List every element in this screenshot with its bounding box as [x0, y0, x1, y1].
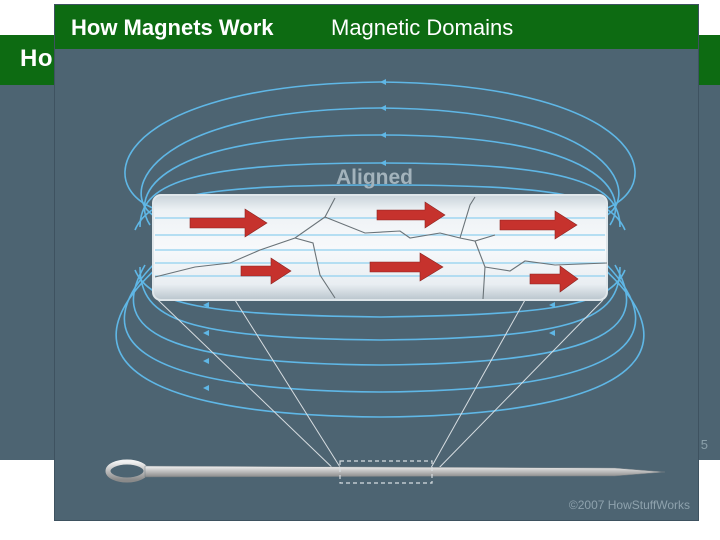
magnified-region-box: [339, 460, 433, 484]
needle: [105, 459, 666, 484]
domain-arrow: [529, 265, 579, 293]
magnification-lines: [157, 299, 604, 476]
magnified-bar: [152, 194, 608, 301]
domain-arrows: [189, 201, 579, 293]
field-line: [123, 262, 637, 393]
field-arrow-marker: [203, 330, 209, 336]
domain-boundary: [459, 196, 476, 239]
field-line: [139, 266, 621, 341]
domain-arrow: [376, 201, 446, 229]
field-arrow-marker: [203, 302, 209, 308]
field-arrow-marker: [380, 105, 386, 111]
domain-boundary: [324, 216, 496, 242]
field-arrow-marker: [380, 160, 386, 166]
domain-boundary: [294, 237, 336, 299]
domain-arrow: [240, 257, 292, 285]
magnetic-domains-diagram: Aligned: [105, 79, 666, 484]
slide-title: How Magnets Work: [71, 15, 274, 40]
domain-boundary: [484, 260, 608, 272]
domain-arrow: [189, 208, 268, 238]
field-arrow-marker: [203, 385, 209, 391]
field-line: [115, 260, 645, 418]
field-arrow-marker: [203, 358, 209, 364]
field-direction-markers: [203, 79, 555, 391]
aligned-label: Aligned: [336, 166, 413, 189]
main-slide: How Magnets Work Magnetic Domains: [55, 5, 698, 520]
copyright-text: ©2007 HowStuffWorks: [568, 498, 690, 512]
domain-arrow: [499, 210, 578, 240]
slide-subtitle: Magnetic Domains: [331, 15, 514, 40]
slide-header: How Magnets Work Magnetic Domains: [55, 5, 698, 49]
field-arrow-marker: [380, 132, 386, 138]
field-line: [132, 264, 628, 366]
field-arrow-marker: [549, 330, 555, 336]
field-arrow-marker: [380, 79, 386, 85]
needle-eye-hole: [115, 467, 139, 475]
domain-arrow: [369, 252, 444, 282]
background-slide-corner-text: 5: [700, 437, 708, 452]
field-arrow-marker: [549, 302, 555, 308]
background-slide-title: Ho: [20, 45, 53, 72]
domain-boundaries: [154, 196, 608, 300]
needle-shaft: [144, 465, 666, 478]
